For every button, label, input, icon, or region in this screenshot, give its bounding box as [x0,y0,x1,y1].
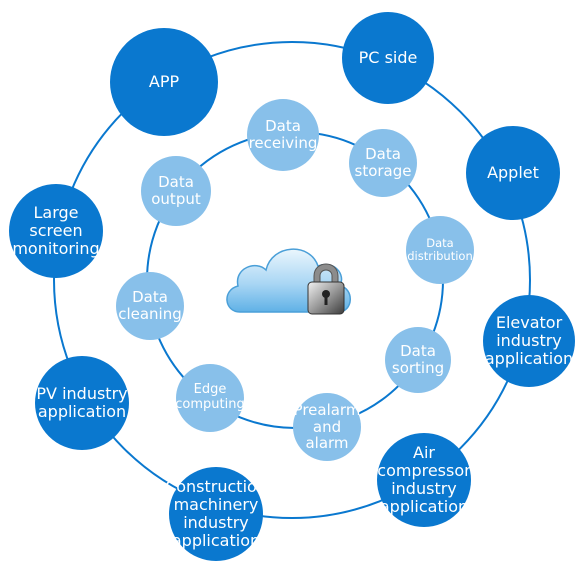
node-label: Construction machinery industry applicat… [165,477,267,550]
node-prealarm: Prealarm and alarm [293,393,361,461]
node-data-cleaning: Data cleaning [116,272,184,340]
node-label: Data sorting [391,342,445,377]
cloud-lock-icon [226,248,351,315]
node-label: Data storage [354,145,412,180]
node-data-receiving: Data receiving [247,99,319,171]
node-pc-side: PC side [342,12,434,104]
node-construction-machinery: Construction machinery industry applicat… [165,467,267,561]
node-label: Large screen monitoring [12,203,100,258]
node-label: APP [148,72,180,92]
node-label: Applet [487,163,539,183]
node-label: Prealarm and alarm [293,400,361,453]
node-elevator: Elevator industry application [483,295,575,387]
node-label: Data receiving [248,117,318,152]
node-data-output: Data output [141,156,211,226]
node-label: Air compressor industry application [377,443,471,516]
node-large-screen: Large screen monitoring [9,184,103,278]
outer-ring [53,41,531,519]
node-data-distribution: Data distribution [406,216,474,284]
node-label: Data output [151,173,201,208]
node-label: Elevator industry application [484,313,574,368]
node-pv-industry: PV industry application [35,356,129,450]
node-edge-computing: Edge computing [175,364,245,432]
node-applet: Applet [466,126,560,220]
node-label: Data distribution [407,236,473,263]
node-data-sorting: Data sorting [385,327,451,393]
node-app: APP [110,28,218,136]
node-label: PC side [358,48,418,68]
node-data-storage: Data storage [349,129,417,197]
node-label: Data cleaning [118,288,182,323]
node-label: PV industry application [36,384,128,421]
node-label: Edge computing [175,382,245,412]
node-air-compressor: Air compressor industry application [377,433,471,527]
